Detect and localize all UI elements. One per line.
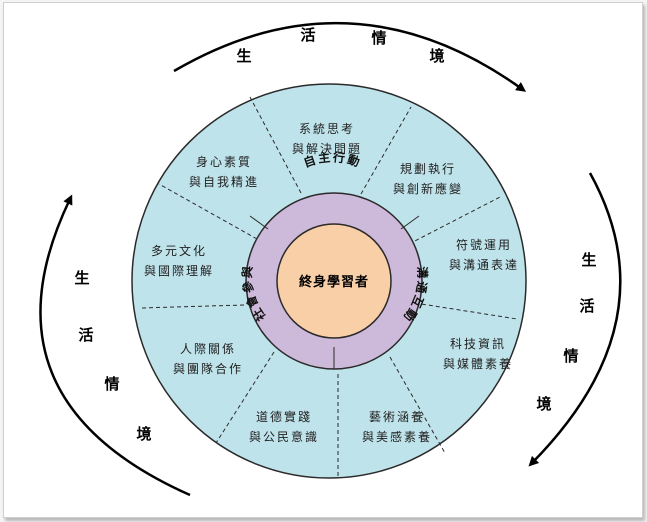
segment-4-line1: 科技資訊 [450, 336, 506, 351]
center-label: 終身學習者 [299, 274, 369, 290]
segment-2-line1: 規劃執行 [400, 161, 456, 176]
competency-wheel-diagram: 終身學習者 自主行動 溝通互動 社會參與 系統思考 與解決問題 規劃執行 與創新… [39, 21, 622, 497]
segment-labels: 系統思考 與解決問題 規劃執行 與創新應變 符號運用 與溝通表達 科技資訊 與媒… [144, 122, 519, 444]
segment-6-line2: 與公民意識 [249, 429, 319, 444]
right-context-char-2: 活 [579, 297, 594, 315]
segment-2-line2: 與創新應變 [393, 181, 463, 196]
right-life-context: 生 活 情 境 [536, 251, 596, 413]
right-context-arrow [528, 172, 622, 467]
segment-1-line1: 系統思考 [299, 122, 355, 136]
right-context-char-3: 情 [563, 347, 578, 365]
center-circle [276, 223, 392, 339]
top-life-context: 生 活 情 境 [236, 26, 444, 65]
segment-5-line1: 藝術涵養 [369, 409, 425, 424]
right-context-char-1: 生 [581, 251, 596, 269]
segment-7-line2: 與團隊合作 [173, 361, 243, 376]
segment-8-line1: 多元文化 [151, 243, 207, 258]
segment-6-line1: 道德實踐 [256, 409, 312, 424]
segment-1-line2: 與解決問題 [292, 142, 362, 156]
segment-dividers [139, 96, 518, 478]
segment-4-line2: 與媒體素養 [443, 356, 513, 371]
left-context-char-3: 情 [104, 375, 119, 393]
ring-dividers [249, 215, 420, 369]
top-context-arrow [173, 21, 527, 92]
segment-3-line2: 與溝通表達 [449, 258, 519, 272]
segment-8-line2: 與國際理解 [144, 264, 214, 278]
right-context-char-4: 境 [536, 395, 551, 413]
segment-5-line2: 與美感素養 [362, 429, 432, 444]
top-context-char-2: 活 [300, 26, 315, 44]
top-context-char-4: 境 [429, 47, 444, 65]
left-context-char-1: 生 [74, 269, 89, 287]
top-context-char-1: 生 [236, 47, 251, 65]
segment-3-line1: 符號運用 [456, 237, 512, 252]
left-context-arrow [39, 194, 191, 497]
diagram-frame: 終身學習者 自主行動 溝通互動 社會參與 系統思考 與解決問題 規劃執行 與創新… [3, 2, 643, 518]
segment-9-line1: 身心素質 [196, 154, 252, 169]
left-context-char-2: 活 [78, 326, 93, 344]
left-life-context: 生 活 情 境 [74, 269, 151, 443]
segment-9-line2: 與自我精進 [189, 175, 259, 189]
top-context-char-3: 情 [371, 29, 386, 47]
left-context-char-4: 境 [136, 425, 151, 443]
segment-7-line1: 人際關係 [180, 342, 236, 356]
